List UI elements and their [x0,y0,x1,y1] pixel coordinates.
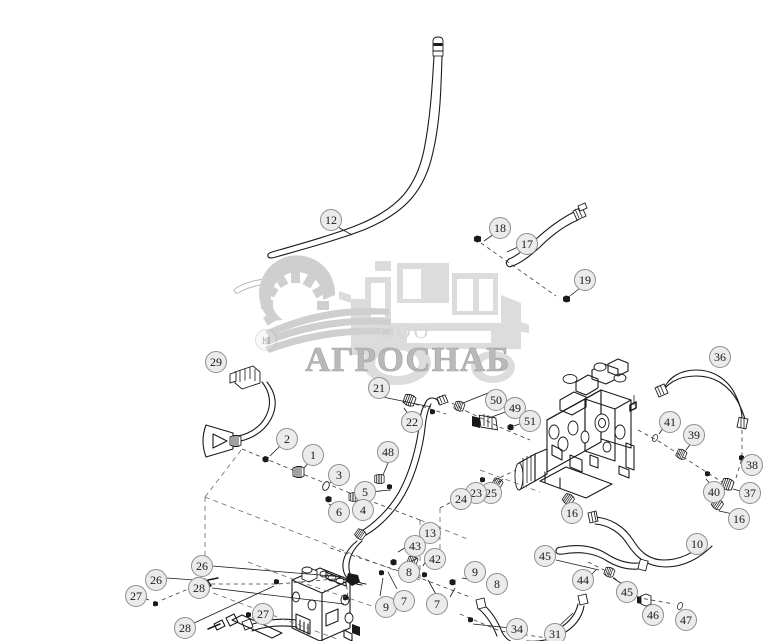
part-8b [449,579,456,586]
hose-10 [587,496,725,568]
callout-44[interactable]: 44 [572,569,594,591]
hose-17 [505,202,588,268]
callout-19[interactable]: 19 [574,269,596,291]
callout-9[interactable]: 9 [464,561,486,583]
part-51 [507,424,514,431]
part-3 [320,480,332,492]
callout-18[interactable]: 18 [489,217,511,239]
part-26b [346,573,360,586]
part-49 [472,414,498,431]
callout-37[interactable]: 37 [739,482,761,504]
callout-16[interactable]: 16 [728,508,750,530]
part-40-pt [705,471,710,477]
callout-16[interactable]: 16 [561,502,583,524]
part-6 [325,496,332,503]
hose-31 [475,593,589,641]
callout-13[interactable]: 13 [419,522,441,544]
callout-7[interactable]: 7 [426,593,448,615]
part-21-pt [430,409,435,415]
callout-50[interactable]: 50 [485,389,507,411]
callout-48[interactable]: 48 [377,441,399,463]
callout-28[interactable]: 28 [188,577,210,599]
callout-26[interactable]: 26 [191,555,213,577]
part-5-pt [387,484,392,490]
hose-36 [654,369,749,430]
part-50 [453,399,466,413]
callout-8[interactable]: 8 [486,573,508,595]
callout-45[interactable]: 45 [534,545,556,567]
part-28a [274,579,279,585]
part-18 [474,235,481,243]
callout-45[interactable]: 45 [616,581,638,603]
part-27a [153,601,158,607]
hose-faint-left [233,277,275,294]
part-45a [603,565,616,579]
part-19 [563,295,570,303]
callout-26[interactable]: 26 [145,569,167,591]
callout-29[interactable]: 29 [205,351,227,373]
hose-44 [555,545,649,572]
part-27b [246,612,251,618]
callout-42[interactable]: 42 [424,548,446,570]
callout-39[interactable]: 39 [683,424,705,446]
callout-27[interactable]: 27 [252,603,274,625]
callout-41[interactable]: 41 [659,411,681,433]
callout-24[interactable]: 24 [450,488,472,510]
callout-17[interactable]: 17 [516,233,538,255]
callout-21[interactable]: 21 [368,377,390,399]
part-9b [422,572,427,578]
part-7a [379,570,384,576]
part-24-pt [480,477,485,483]
callout-28[interactable]: 28 [174,617,196,639]
callout-22[interactable]: 22 [401,411,423,433]
rod-assembly [207,613,283,639]
callout-11[interactable]: 11 [255,329,277,351]
callout-36[interactable]: 36 [709,346,731,368]
callout-12[interactable]: 12 [320,209,342,231]
callout-1[interactable]: 1 [302,444,324,466]
part-48 [374,473,385,485]
callout-9[interactable]: 9 [375,596,397,618]
callout-40[interactable]: 40 [703,481,725,503]
callout-4[interactable]: 4 [352,499,374,521]
callout-6[interactable]: 6 [328,501,350,523]
hose-to-tee [202,381,276,458]
part-8a [390,559,397,566]
callout-27[interactable]: 27 [125,585,147,607]
part-29 [229,365,261,390]
callout-8[interactable]: 8 [398,561,420,583]
lower-valve-body [291,566,360,641]
hose-12 [267,36,444,259]
part-34-pt [468,617,473,623]
callout-47[interactable]: 47 [675,609,697,631]
callout-34[interactable]: 34 [506,618,528,640]
valve-block-assembly [514,358,637,499]
part-22 [401,392,417,408]
callout-2[interactable]: 2 [276,428,298,450]
callout-31[interactable]: 31 [544,623,566,641]
callout-51[interactable]: 51 [519,410,541,432]
callout-7[interactable]: 7 [393,590,415,612]
part-1 [292,466,305,478]
part-2 [262,456,269,463]
callout-38[interactable]: 38 [741,454,763,476]
callout-3[interactable]: 3 [328,464,350,486]
callout-10[interactable]: 10 [686,533,708,555]
callout-43[interactable]: 43 [404,535,426,557]
callout-46[interactable]: 46 [642,604,664,626]
